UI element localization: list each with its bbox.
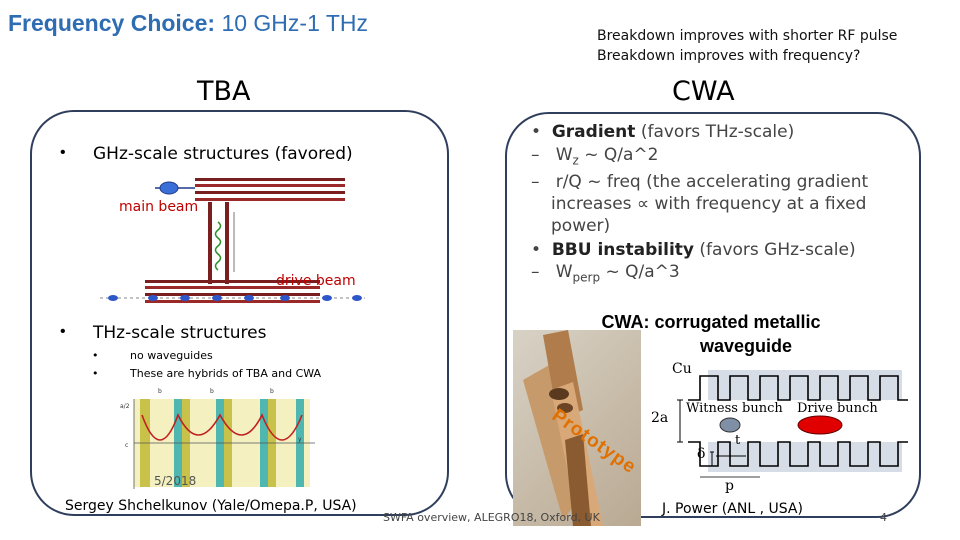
sub-bullet-1: no waveguides: [130, 349, 213, 362]
wperp-item: – Wperp ~ Q/a^3: [531, 262, 680, 285]
drive-bunch: [212, 295, 222, 301]
top-notes: Breakdown improves with shorter RF pulse…: [597, 26, 897, 66]
corrugated-waveguide-diagram: [677, 370, 908, 478]
hybrid-structure-diagram: a/2 c y b b b: [120, 388, 315, 489]
witness-bunch-label: Witness bunch: [686, 401, 783, 416]
title-main: Frequency Choice:: [8, 10, 222, 36]
gradient-rest: (favors THz-scale): [635, 122, 795, 142]
bottom-plate-3: [145, 293, 320, 296]
tba-bullet-1-dot: •: [60, 144, 66, 161]
drive-bunch: [244, 295, 254, 301]
p-label: p: [725, 478, 734, 494]
witness-bunch-shape: [719, 417, 741, 433]
top-note-1: Breakdown improves with shorter RF pulse: [597, 28, 898, 44]
title-range: 10 GHz-1 THz: [221, 10, 368, 36]
sub-bullet-2: These are hybrids of TBA and CWA: [130, 367, 322, 380]
bottom-plate-2: [145, 286, 320, 289]
top-plate-2: [195, 184, 345, 187]
gradient-item: • Gradient (favors THz-scale): [531, 122, 795, 142]
tba-date: 5/2018: [154, 474, 197, 488]
hybrid-label-c: c: [125, 442, 128, 449]
rq-item-line3: power): [551, 216, 611, 237]
tba-panel: [30, 110, 449, 516]
tba-bullet-1: GHz-scale structures (favored): [93, 144, 353, 164]
delta-label: δ: [697, 446, 706, 462]
hybrid-label-a2: a/2: [120, 403, 130, 410]
hybrid-label-b2: b: [210, 388, 214, 395]
cwa-credit: J. Power (ANL , USA): [662, 501, 803, 517]
top-corrugation: [688, 375, 908, 401]
bbu-rest: (favors GHz-scale): [694, 240, 856, 261]
top-plate-3: [195, 191, 345, 194]
cwa-heading: CWA: [672, 76, 735, 107]
cu-label: Cu: [672, 361, 692, 377]
top-plate-1: [195, 178, 345, 181]
tba-heading: TBA: [197, 76, 251, 107]
wz-item: – Wz ~ Q/a^2: [531, 145, 659, 168]
drive-beam-label: drive beam: [276, 273, 356, 289]
tba-bullet-2-dot: •: [60, 323, 66, 340]
bbu-item: • BBU instability (favors GHz-scale): [531, 240, 856, 261]
coupler-right: [225, 202, 229, 284]
sub-bullet-2-dot: •: [92, 367, 99, 380]
drive-bunch: [180, 295, 190, 301]
top-note-2: Breakdown improves with frequency?: [597, 48, 861, 64]
bottom-plate-4: [145, 300, 320, 303]
prototype-tubes: [523, 330, 603, 526]
prototype-photo: [513, 330, 641, 526]
rq-item-line2: increases ∝ with frequency at a fixed: [551, 194, 867, 215]
tba-bullet-2: THz-scale structures: [93, 323, 267, 343]
hybrid-label-y: y: [298, 436, 302, 443]
rf-wave: [214, 221, 222, 271]
drive-bunch-shape: [797, 415, 843, 435]
cwa-panel: [505, 112, 921, 518]
rq-item: – r/Q ~ freq (the accelerating gradient: [531, 172, 869, 193]
bbu-bold: BBU instability: [551, 240, 694, 261]
drive-bunch: [108, 295, 118, 301]
tba-credit: Sergey Shchelkunov (Yale/Omepa.P, USA): [65, 498, 357, 514]
t-label: t: [735, 433, 741, 448]
drive-bunch: [322, 295, 332, 301]
tba-structure-diagram: [100, 178, 365, 303]
cwa-bullet-list: • Gradient (favors THz-scale) – Wz ~ Q/a…: [531, 121, 911, 289]
main-beam-label: main beam: [119, 199, 199, 215]
main-beam-bunch: [159, 181, 179, 195]
hybrid-label-b3: b: [270, 388, 274, 395]
page-number: 4: [880, 511, 887, 524]
slide-title: Frequency Choice: 10 GHz-1 THz: [8, 10, 368, 37]
bottom-corrugation: [688, 441, 908, 467]
drive-bunch: [148, 295, 158, 301]
bottom-plate-1: [145, 280, 320, 283]
drive-bunch: [280, 295, 290, 301]
two-a-label: 2a: [651, 410, 669, 426]
sub-bullet-1-dot: •: [92, 349, 99, 362]
coupler-left: [208, 202, 212, 284]
corrugated-title: CWA: corrugated metallic waveguide: [601, 312, 821, 356]
drive-bunch: [352, 295, 362, 301]
footer-center: SWFA overview, ALEGRO18, Oxford, UK: [383, 511, 600, 524]
drive-bunch-label: Drive bunch: [797, 401, 878, 416]
top-plate-4: [195, 198, 345, 201]
hybrid-label-b1: b: [158, 388, 162, 395]
gradient-bold: Gradient: [551, 122, 636, 142]
